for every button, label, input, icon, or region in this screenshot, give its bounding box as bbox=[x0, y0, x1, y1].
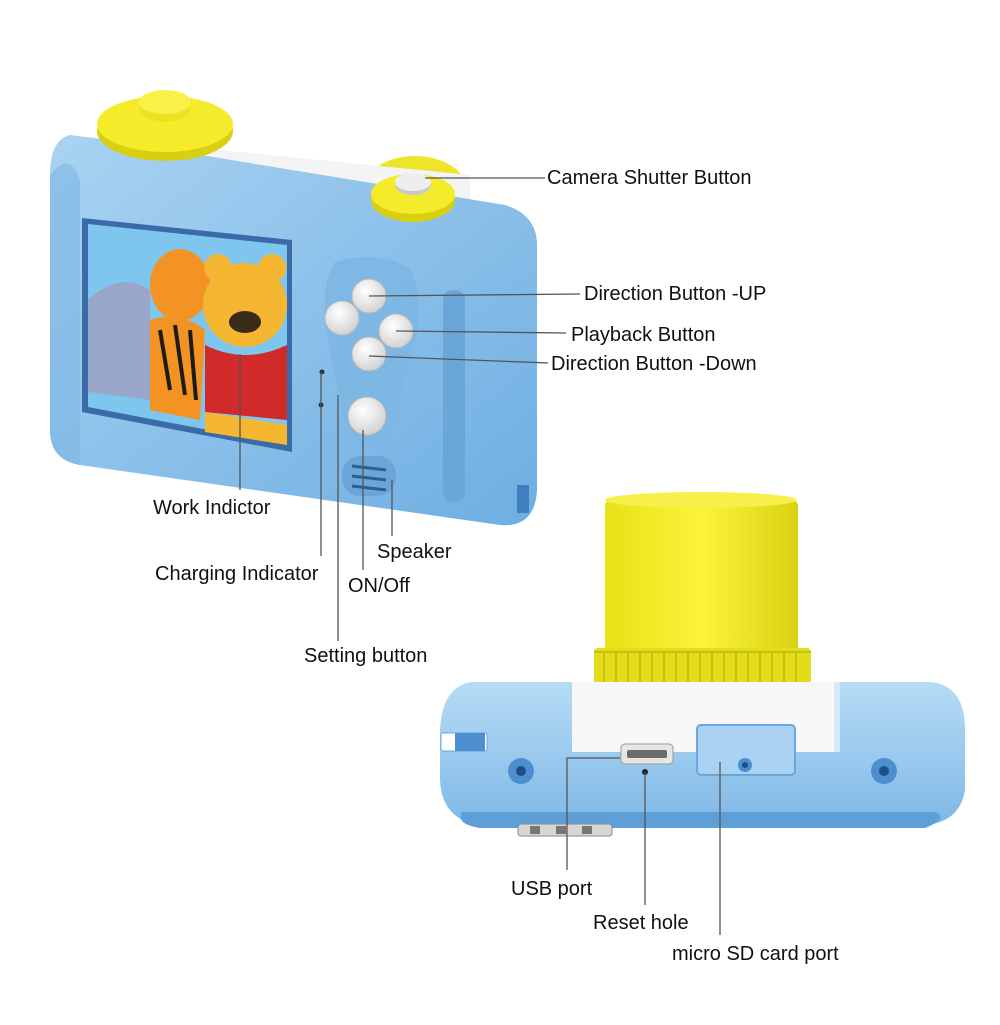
label-reset-hole: Reset hole bbox=[593, 912, 689, 934]
speaker-grille bbox=[342, 456, 396, 496]
label-setting-button: Setting button bbox=[304, 645, 428, 667]
leader-usb bbox=[566, 757, 620, 870]
mode-dial[interactable] bbox=[97, 90, 233, 161]
leader-lines bbox=[239, 177, 721, 935]
onoff-button[interactable] bbox=[347, 396, 387, 436]
label-usb-port: USB port bbox=[511, 878, 593, 900]
label-sd-card-port: micro SD card port bbox=[672, 943, 839, 965]
body-side bbox=[50, 163, 80, 466]
camera-back-view bbox=[50, 90, 537, 526]
tripod-mount bbox=[517, 823, 613, 837]
label-shutter-button: Camera Shutter Button bbox=[547, 167, 752, 189]
side-port bbox=[517, 485, 529, 513]
sd-card-cover[interactable] bbox=[696, 724, 796, 776]
lens-barrel bbox=[594, 492, 811, 688]
screw-right bbox=[871, 758, 897, 784]
side-groove bbox=[443, 290, 465, 502]
leader-playback bbox=[395, 330, 567, 334]
shutter-button[interactable] bbox=[371, 173, 455, 222]
label-speaker: Speaker bbox=[377, 541, 452, 563]
camera-bottom-view bbox=[440, 492, 965, 837]
lcd-screen bbox=[82, 218, 292, 452]
dpad-down-button[interactable] bbox=[351, 336, 387, 372]
label-direction-down: Direction Button -Down bbox=[551, 353, 757, 375]
label-work-indicator: Work Indictor bbox=[153, 497, 271, 519]
label-charging-indicator: Charging Indicator bbox=[155, 563, 319, 585]
label-playback-button: Playback Button bbox=[571, 324, 716, 346]
leader-dir-down bbox=[368, 355, 549, 364]
usb-port[interactable] bbox=[620, 743, 674, 765]
dpad-left-button[interactable] bbox=[324, 300, 360, 336]
work-indicator-dot bbox=[319, 369, 325, 375]
label-onoff: ON/Off bbox=[348, 575, 410, 597]
label-direction-up: Direction Button -UP bbox=[584, 283, 767, 305]
leader-dir-up bbox=[368, 293, 581, 297]
screw-left bbox=[508, 758, 534, 784]
